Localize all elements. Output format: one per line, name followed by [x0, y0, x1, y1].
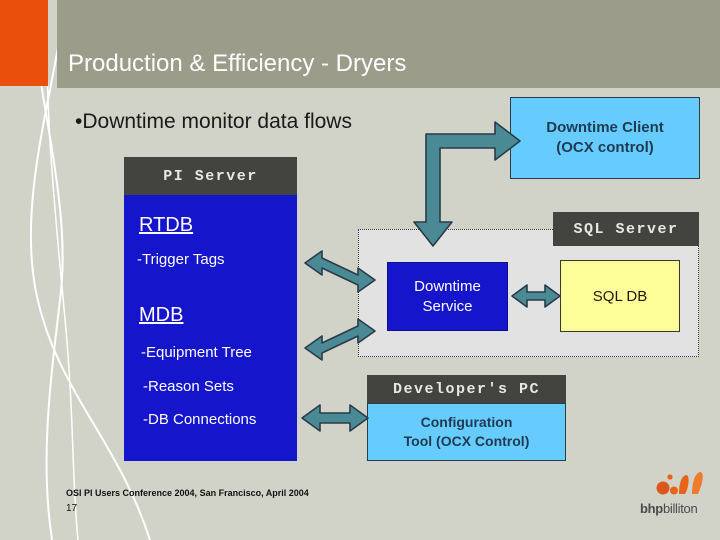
- pi-item-db-connections: -DB Connections: [143, 411, 257, 428]
- pi-server-header: PI Server: [124, 157, 297, 195]
- downtime-service-box: Downtime Service: [387, 262, 508, 331]
- pi-server-body: RTDB -Trigger Tags MDB -Equipment Tree -…: [124, 195, 297, 461]
- configuration-tool-line2: Tool (OCX Control): [403, 433, 530, 449]
- downtime-service-line2: Service: [422, 297, 473, 315]
- logo-text-billiton: billiton: [662, 501, 698, 516]
- logo-text-bhp: bhp: [640, 501, 663, 516]
- sql-server-header: SQL Server: [553, 212, 699, 246]
- downtime-service-line1: Downtime: [414, 278, 481, 295]
- arrow-pi-to-config-tool-icon: [301, 404, 369, 432]
- bent-double-arrow-icon: [413, 121, 521, 247]
- accent-block: [0, 0, 48, 86]
- footer-page-number: 17: [66, 503, 78, 514]
- page-title: Production & Efficiency - Dryers: [68, 50, 407, 77]
- bullet-text: •Downtime monitor data flows: [75, 110, 352, 133]
- downtime-client-box: Downtime Client (OCX control): [510, 97, 700, 179]
- pi-item-equipment-tree: -Equipment Tree: [141, 344, 252, 361]
- pi-item-trigger-tags: -Trigger Tags: [137, 251, 225, 268]
- downtime-client-line1: Downtime Client: [546, 118, 664, 136]
- pi-section-rtdb: RTDB: [139, 214, 194, 236]
- developer-pc-header: Developer's PC: [367, 375, 566, 403]
- pi-item-reason-sets: -Reason Sets: [143, 378, 234, 395]
- title-band: [57, 0, 720, 88]
- bhp-logo-mark-icon: [656, 472, 703, 495]
- downtime-client-line2: (OCX control): [556, 139, 654, 156]
- bhp-logo-wordmark: bhpbilliton: [640, 501, 712, 516]
- bhp-billiton-logo: bhpbilliton: [640, 468, 712, 522]
- configuration-tool-line1: Configuration: [420, 414, 513, 431]
- configuration-tool-box: Configuration Tool (OCX Control): [367, 403, 566, 461]
- sql-db-box: SQL DB: [560, 260, 680, 332]
- footer-conference: OSI PI Users Conference 2004, San Franci…: [66, 488, 309, 498]
- pi-section-mdb: MDB: [139, 304, 184, 326]
